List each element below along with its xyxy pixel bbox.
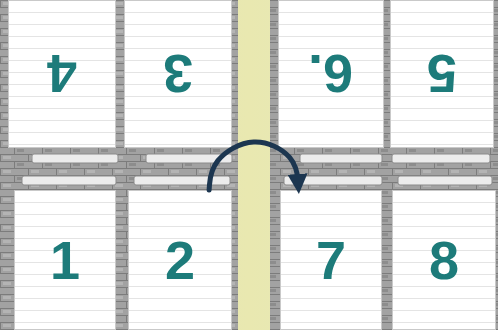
page-number: 8: [429, 233, 459, 287]
page-number: 6.: [308, 47, 353, 101]
page-number: 7: [316, 233, 346, 287]
page-sheet: 8: [392, 190, 496, 330]
page-sheet: 1: [14, 190, 116, 330]
page-number: 3: [163, 47, 193, 101]
page-sheet: 2: [128, 190, 232, 330]
page-number: 4: [47, 47, 77, 101]
page-sheet: 4: [8, 0, 116, 148]
page-number: 5: [427, 47, 457, 101]
page-number: 2: [165, 233, 195, 287]
page-sheet: 3: [124, 0, 232, 148]
stone-panel: [0, 0, 238, 330]
page-sheet: 6.: [278, 0, 384, 148]
page-sheet: 5: [390, 0, 494, 148]
slot-bars: [22, 154, 492, 185]
curved-arrow: [209, 142, 298, 190]
page-number: 1: [50, 233, 80, 287]
page-sheet: 7: [280, 190, 382, 330]
stone-panel: [270, 0, 498, 330]
